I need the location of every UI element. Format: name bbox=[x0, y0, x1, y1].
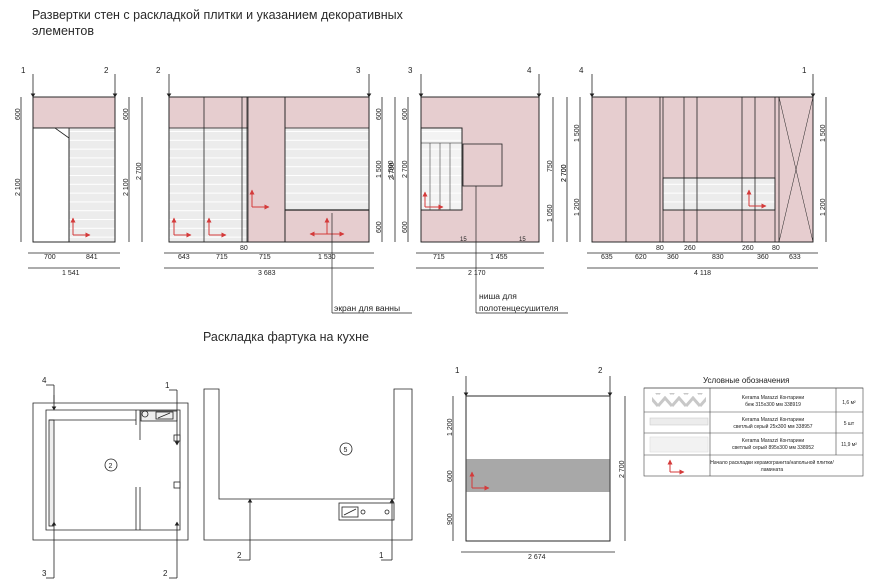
elev3-dim-vl-1: 1 500 bbox=[388, 160, 395, 178]
elev4-dim-bottom-5: 633 bbox=[789, 254, 801, 261]
elev2-dim-total: 3 683 bbox=[258, 270, 276, 277]
elev3-dim-vl-3: 2 700 bbox=[402, 160, 409, 178]
elev4-dim-vl-2: 2 700 bbox=[561, 164, 568, 182]
plan-mark-2: 3 bbox=[42, 569, 47, 578]
elevation-2-3 bbox=[164, 74, 412, 314]
elev2-dim-bottom-4: 1 530 bbox=[318, 254, 336, 261]
legend-row-1-qty: 5 шт bbox=[844, 421, 855, 427]
elev4-dim-vr-1: 1 200 bbox=[820, 198, 827, 216]
plan-mark-0: 4 bbox=[42, 376, 47, 385]
legend-row-1-name: Kerama Marazzi Контарини bbox=[742, 417, 805, 423]
elev1-dim-bottom-1: 841 bbox=[86, 254, 98, 261]
elev3-small-mark-0: 15 bbox=[460, 237, 467, 243]
elev2-right-mark: 3 bbox=[356, 66, 361, 75]
elev4-top-mark-1: 260 bbox=[684, 245, 696, 252]
kitchen-mark-1: 1 bbox=[379, 551, 384, 560]
apron-dim-vl-2: 900 bbox=[447, 513, 454, 525]
elev3-dim-bottom-1: 1 455 bbox=[490, 254, 508, 261]
bathroom-plan bbox=[32, 384, 189, 579]
elev3-dim-vl-0: 600 bbox=[402, 108, 409, 120]
plan-room-number: 2 bbox=[109, 463, 113, 470]
plan-mark-3: 2 bbox=[163, 569, 168, 578]
elev4-dim-bottom-3: 830 bbox=[712, 254, 724, 261]
elev2-left-mark: 2 bbox=[156, 66, 161, 75]
elev4-dim-bottom-4: 360 bbox=[757, 254, 769, 261]
legend-row-3-name: Начало раскладки керамогранита/напольной… bbox=[710, 459, 834, 466]
walls-title: Развертки стен с раскладкой плитки и ука… bbox=[32, 8, 403, 38]
elev3-dim-total: 2 170 bbox=[468, 270, 486, 277]
elev1-dim-total: 1 541 bbox=[62, 270, 80, 277]
legend-title: Условные обозначения bbox=[703, 376, 789, 385]
apron-mark-0: 1 bbox=[455, 366, 460, 375]
elev1-dim-v-right-0: 600 bbox=[123, 108, 130, 120]
legend-row-2-qty: 11,9 м² bbox=[841, 442, 857, 448]
elev1-dim-v-left-0: 600 bbox=[15, 108, 22, 120]
elev2-dim-v-0: 600 bbox=[376, 108, 383, 120]
elev4-dim-vr-0: 1 500 bbox=[820, 124, 827, 142]
niche-label-1: ниша для bbox=[479, 291, 517, 301]
elev4-dim-vl-1: 1 200 bbox=[574, 198, 581, 216]
elev1-dim-v-right-1: 2 100 bbox=[123, 178, 130, 196]
elev4-right-mark: 1 bbox=[802, 66, 807, 75]
elev1-dim-v-left-1: 2 100 bbox=[15, 178, 22, 196]
elev4-top-mark-2: 260 bbox=[742, 245, 754, 252]
elev4-top-mark-0: 80 bbox=[656, 245, 664, 252]
legend-row-1-desc: светлый серый 25х300 мм 338957 bbox=[733, 423, 812, 430]
legend-row-3-desc: ламината bbox=[761, 467, 784, 473]
elev3-small-mark-1: 15 bbox=[519, 237, 526, 243]
niche-label-2: полотенцесушителя bbox=[479, 303, 559, 313]
elev3-left-mark: 3 bbox=[408, 66, 413, 75]
elev4-top-mark-3: 80 bbox=[772, 245, 780, 252]
elev3-dim-vr-2: 2 700 bbox=[561, 164, 568, 182]
kitchen-plan bbox=[203, 388, 413, 561]
elev2-dim-v-2: 600 bbox=[376, 221, 383, 233]
elev2-dim-bottom-3: 715 bbox=[259, 254, 271, 261]
legend-table bbox=[643, 387, 864, 477]
elev3-dim-bottom-0: 715 bbox=[433, 254, 445, 261]
apron-mark-1: 2 bbox=[598, 366, 603, 375]
elev2-dim-v-3: 2 700 bbox=[389, 162, 396, 180]
elev3-dim-vl-2: 600 bbox=[402, 221, 409, 233]
kitchen-mark-0: 2 bbox=[237, 551, 242, 560]
apron-dim-vl-1: 600 bbox=[447, 470, 454, 482]
elev1-dim-bottom-0: 700 bbox=[44, 254, 56, 261]
elev4-left-mark: 4 bbox=[579, 66, 584, 75]
legend-row-0-qty: 1,6 м² bbox=[842, 400, 856, 406]
elev2-dim-v-1: 1 500 bbox=[376, 160, 383, 178]
elev4-dim-total: 4 118 bbox=[694, 270, 711, 277]
elev1-dim-v-right-2: 2 700 bbox=[136, 162, 143, 180]
elevation-3-4 bbox=[407, 74, 568, 314]
kitchen-room-number: 5 bbox=[344, 447, 348, 454]
elev4-dim-bottom-2: 360 bbox=[667, 254, 679, 261]
legend-row-2-name: Kerama Marazzi Контарини bbox=[742, 438, 805, 444]
elev2-dim-bottom-0: 643 bbox=[178, 254, 190, 261]
legend-row-0-name: Kerama Marazzi Контарини bbox=[742, 395, 805, 401]
screen-label: экран для ванны bbox=[334, 303, 400, 313]
apron-dim-vl-0: 1 200 bbox=[447, 418, 454, 436]
elev1-left-mark: 1 bbox=[21, 66, 26, 75]
elevation-1-2 bbox=[20, 74, 143, 269]
elev2-dim-bottom-1: 715 bbox=[216, 254, 228, 261]
elev3-dim-vr-0: 750 bbox=[547, 160, 554, 172]
elev4-dim-vl-0: 1 500 bbox=[574, 124, 581, 142]
elev4-dim-bottom-0: 635 bbox=[601, 254, 613, 261]
elev2-dim-bottom-2: 80 bbox=[240, 245, 248, 252]
apron-dim-vr: 2 700 bbox=[619, 460, 626, 478]
apron-dim-bottom: 2 674 bbox=[528, 554, 546, 561]
elev1-right-mark: 2 bbox=[104, 66, 109, 75]
legend-row-2-desc: светлый серый 895х300 мм 338952 bbox=[732, 444, 814, 451]
apron-elevation bbox=[452, 376, 626, 553]
plan-mark-1: 1 bbox=[165, 381, 170, 390]
legend-row-0-desc: беж 315х300 мм 338919 bbox=[745, 402, 801, 408]
apron-title: Раскладка фартука на кухне bbox=[203, 330, 369, 344]
elev3-dim-vr-1: 1 050 bbox=[547, 204, 554, 222]
elev3-right-mark: 4 bbox=[527, 66, 532, 75]
elev4-dim-bottom-1: 620 bbox=[635, 254, 647, 261]
elevation-4-1 bbox=[579, 74, 827, 269]
